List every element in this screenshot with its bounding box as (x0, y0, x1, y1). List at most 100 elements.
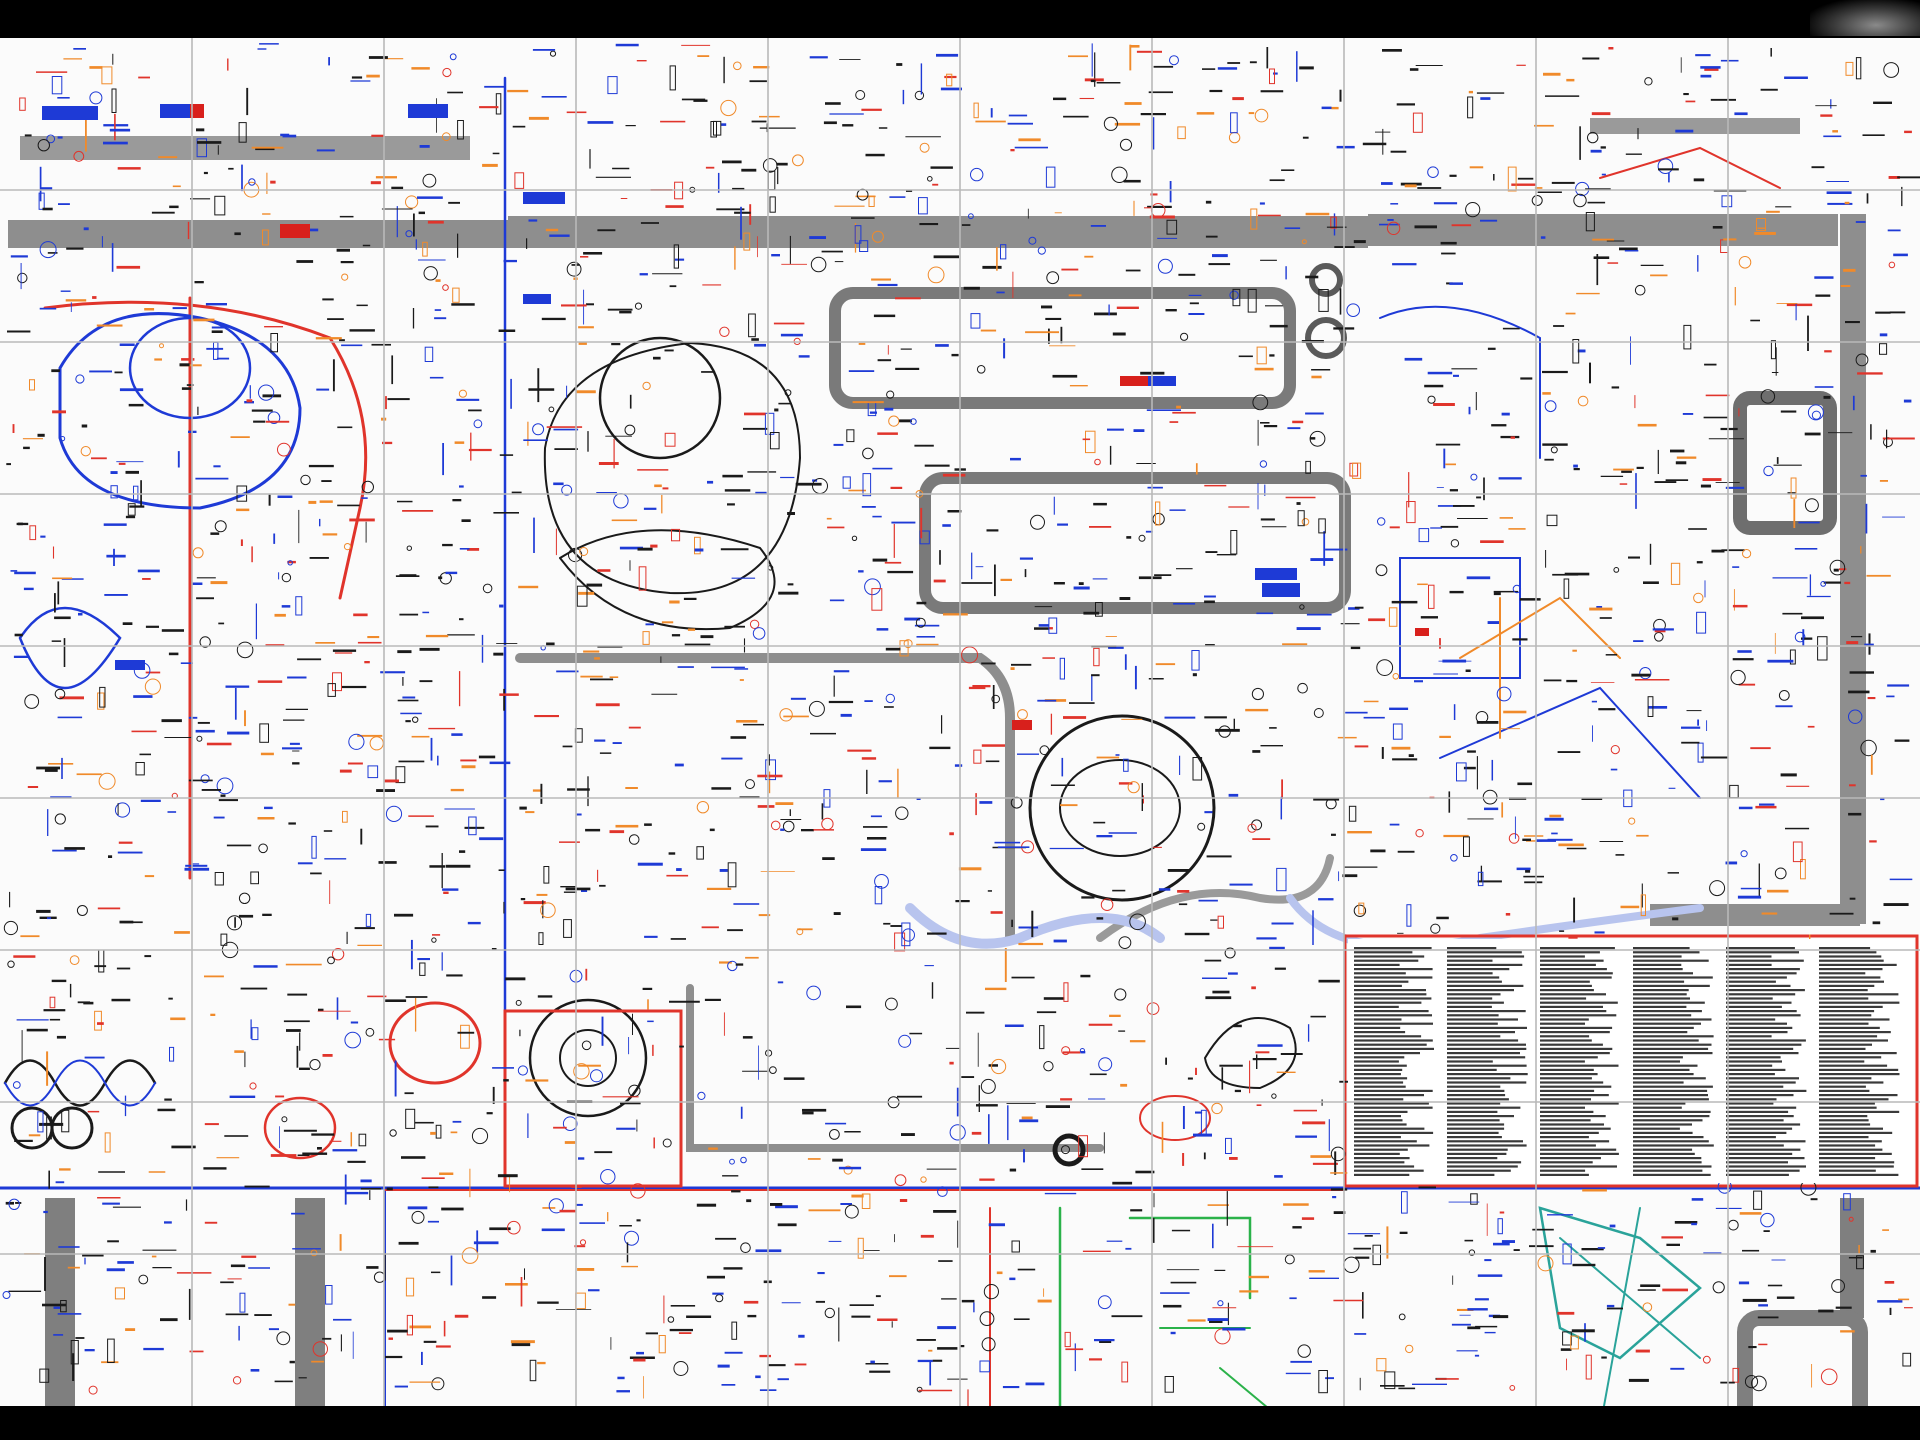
text-block-line (1633, 1089, 1708, 1092)
label-text-mark (1619, 483, 1628, 485)
label-text-mark (1292, 420, 1304, 424)
enzyme-complex (765, 759, 777, 781)
text-block-line (1633, 1098, 1709, 1101)
label-text-mark (399, 613, 419, 616)
text-block-line (1354, 1068, 1403, 1071)
enzyme-complex (468, 816, 477, 836)
label-text-mark (1107, 428, 1124, 431)
text-block-line (1447, 1119, 1500, 1122)
molecule-ring (216, 777, 234, 795)
top-membrane-band-left (8, 220, 508, 248)
molecule-ring (1252, 394, 1269, 411)
label-text-mark (55, 1181, 65, 1184)
label-text-mark (724, 625, 745, 628)
molecule-ring (236, 641, 254, 659)
label-text-mark (901, 1133, 915, 1136)
enzyme-complex (846, 429, 855, 443)
molecule-ring (1634, 284, 1646, 296)
label-text-mark (1206, 855, 1232, 858)
text-block-line (1447, 1173, 1495, 1176)
label-text-mark (653, 356, 661, 360)
text-block-line (1447, 1056, 1526, 1059)
label-text-mark (1115, 754, 1120, 756)
molecule-ring (1860, 739, 1877, 757)
label-text-mark (484, 85, 506, 88)
label-text-mark (1682, 413, 1694, 415)
molecule-ring (1496, 686, 1512, 702)
text-block-line (1726, 1152, 1793, 1155)
text-block-line (1633, 968, 1683, 971)
molecule-ring (1043, 1060, 1054, 1072)
text-block-line (1819, 1131, 1893, 1134)
enzyme-complex (1217, 915, 1224, 929)
enzyme-complex (406, 1314, 413, 1336)
enzyme-complex (658, 1335, 666, 1354)
label-text-mark (168, 997, 173, 1000)
label-text-mark (145, 671, 161, 674)
label-text-mark (1585, 188, 1611, 190)
label-text-mark (117, 167, 141, 170)
molecule-ring (461, 1247, 479, 1264)
enzyme-complex (196, 138, 208, 158)
text-block-line (1726, 968, 1800, 971)
molecule-ring (769, 1066, 777, 1074)
red-ring (388, 1001, 482, 1085)
enzyme-complex (1276, 867, 1287, 892)
label-text-mark (1621, 470, 1632, 473)
blue-cycle-inner (128, 316, 252, 420)
text-block-line (1447, 1005, 1492, 1008)
label-text-mark (780, 333, 803, 337)
label-text-mark (1794, 548, 1818, 550)
text-block-line (1354, 1144, 1430, 1147)
label-text-mark (1178, 903, 1188, 906)
label-text-mark (597, 569, 611, 572)
label-text-mark (823, 121, 837, 125)
molecule-ring (579, 547, 589, 556)
label-text-mark (679, 1045, 684, 1048)
label-text-mark (1333, 1211, 1346, 1214)
enzyme-complex (405, 1108, 416, 1129)
label-text-mark (586, 583, 603, 587)
molecule-ring (770, 820, 781, 831)
text-block-line (1633, 1140, 1709, 1143)
label-text-mark (1133, 429, 1145, 432)
label-text-mark (1305, 212, 1330, 216)
label-text-mark (1665, 479, 1689, 481)
molecule-ring (258, 384, 275, 401)
label-text-mark (172, 307, 187, 310)
label-text-mark (851, 1315, 871, 1318)
label-text-mark (869, 1370, 891, 1373)
enzyme-complex (38, 192, 45, 210)
label-text-mark (1600, 146, 1606, 149)
label-text-mark (82, 1254, 104, 1257)
molecule-ring (979, 1311, 995, 1326)
label-text-mark (498, 329, 516, 332)
text-block-line (1540, 1152, 1619, 1155)
molecule-ring (507, 1220, 521, 1235)
label-text-mark (1487, 621, 1499, 624)
text-block-line (1540, 989, 1594, 992)
label-text-mark (1820, 114, 1833, 117)
enzyme-complex (529, 1359, 537, 1382)
label-text-mark (670, 938, 686, 940)
label-text-mark (157, 1108, 176, 1112)
label-text-mark (1321, 106, 1332, 110)
label-text-mark (1389, 526, 1400, 529)
label-text-mark (1129, 1040, 1146, 1043)
label-text-mark (275, 1095, 285, 1098)
label-text-mark (1737, 650, 1752, 653)
label-text-mark (1116, 306, 1139, 309)
label-text-mark (59, 696, 84, 700)
label-text-mark (44, 769, 58, 772)
label-text-mark (842, 124, 854, 127)
label-text-mark (395, 575, 420, 577)
label-text-mark (428, 1186, 439, 1189)
label-text-mark (204, 1221, 218, 1224)
text-block-line (1447, 997, 1493, 1000)
label-text-mark (615, 824, 639, 828)
label-text-mark (1177, 890, 1190, 893)
text-block-line (1354, 1043, 1427, 1046)
label-text-mark (1021, 1116, 1033, 1120)
label-text-mark (1169, 421, 1179, 423)
label-text-mark (1091, 674, 1100, 677)
